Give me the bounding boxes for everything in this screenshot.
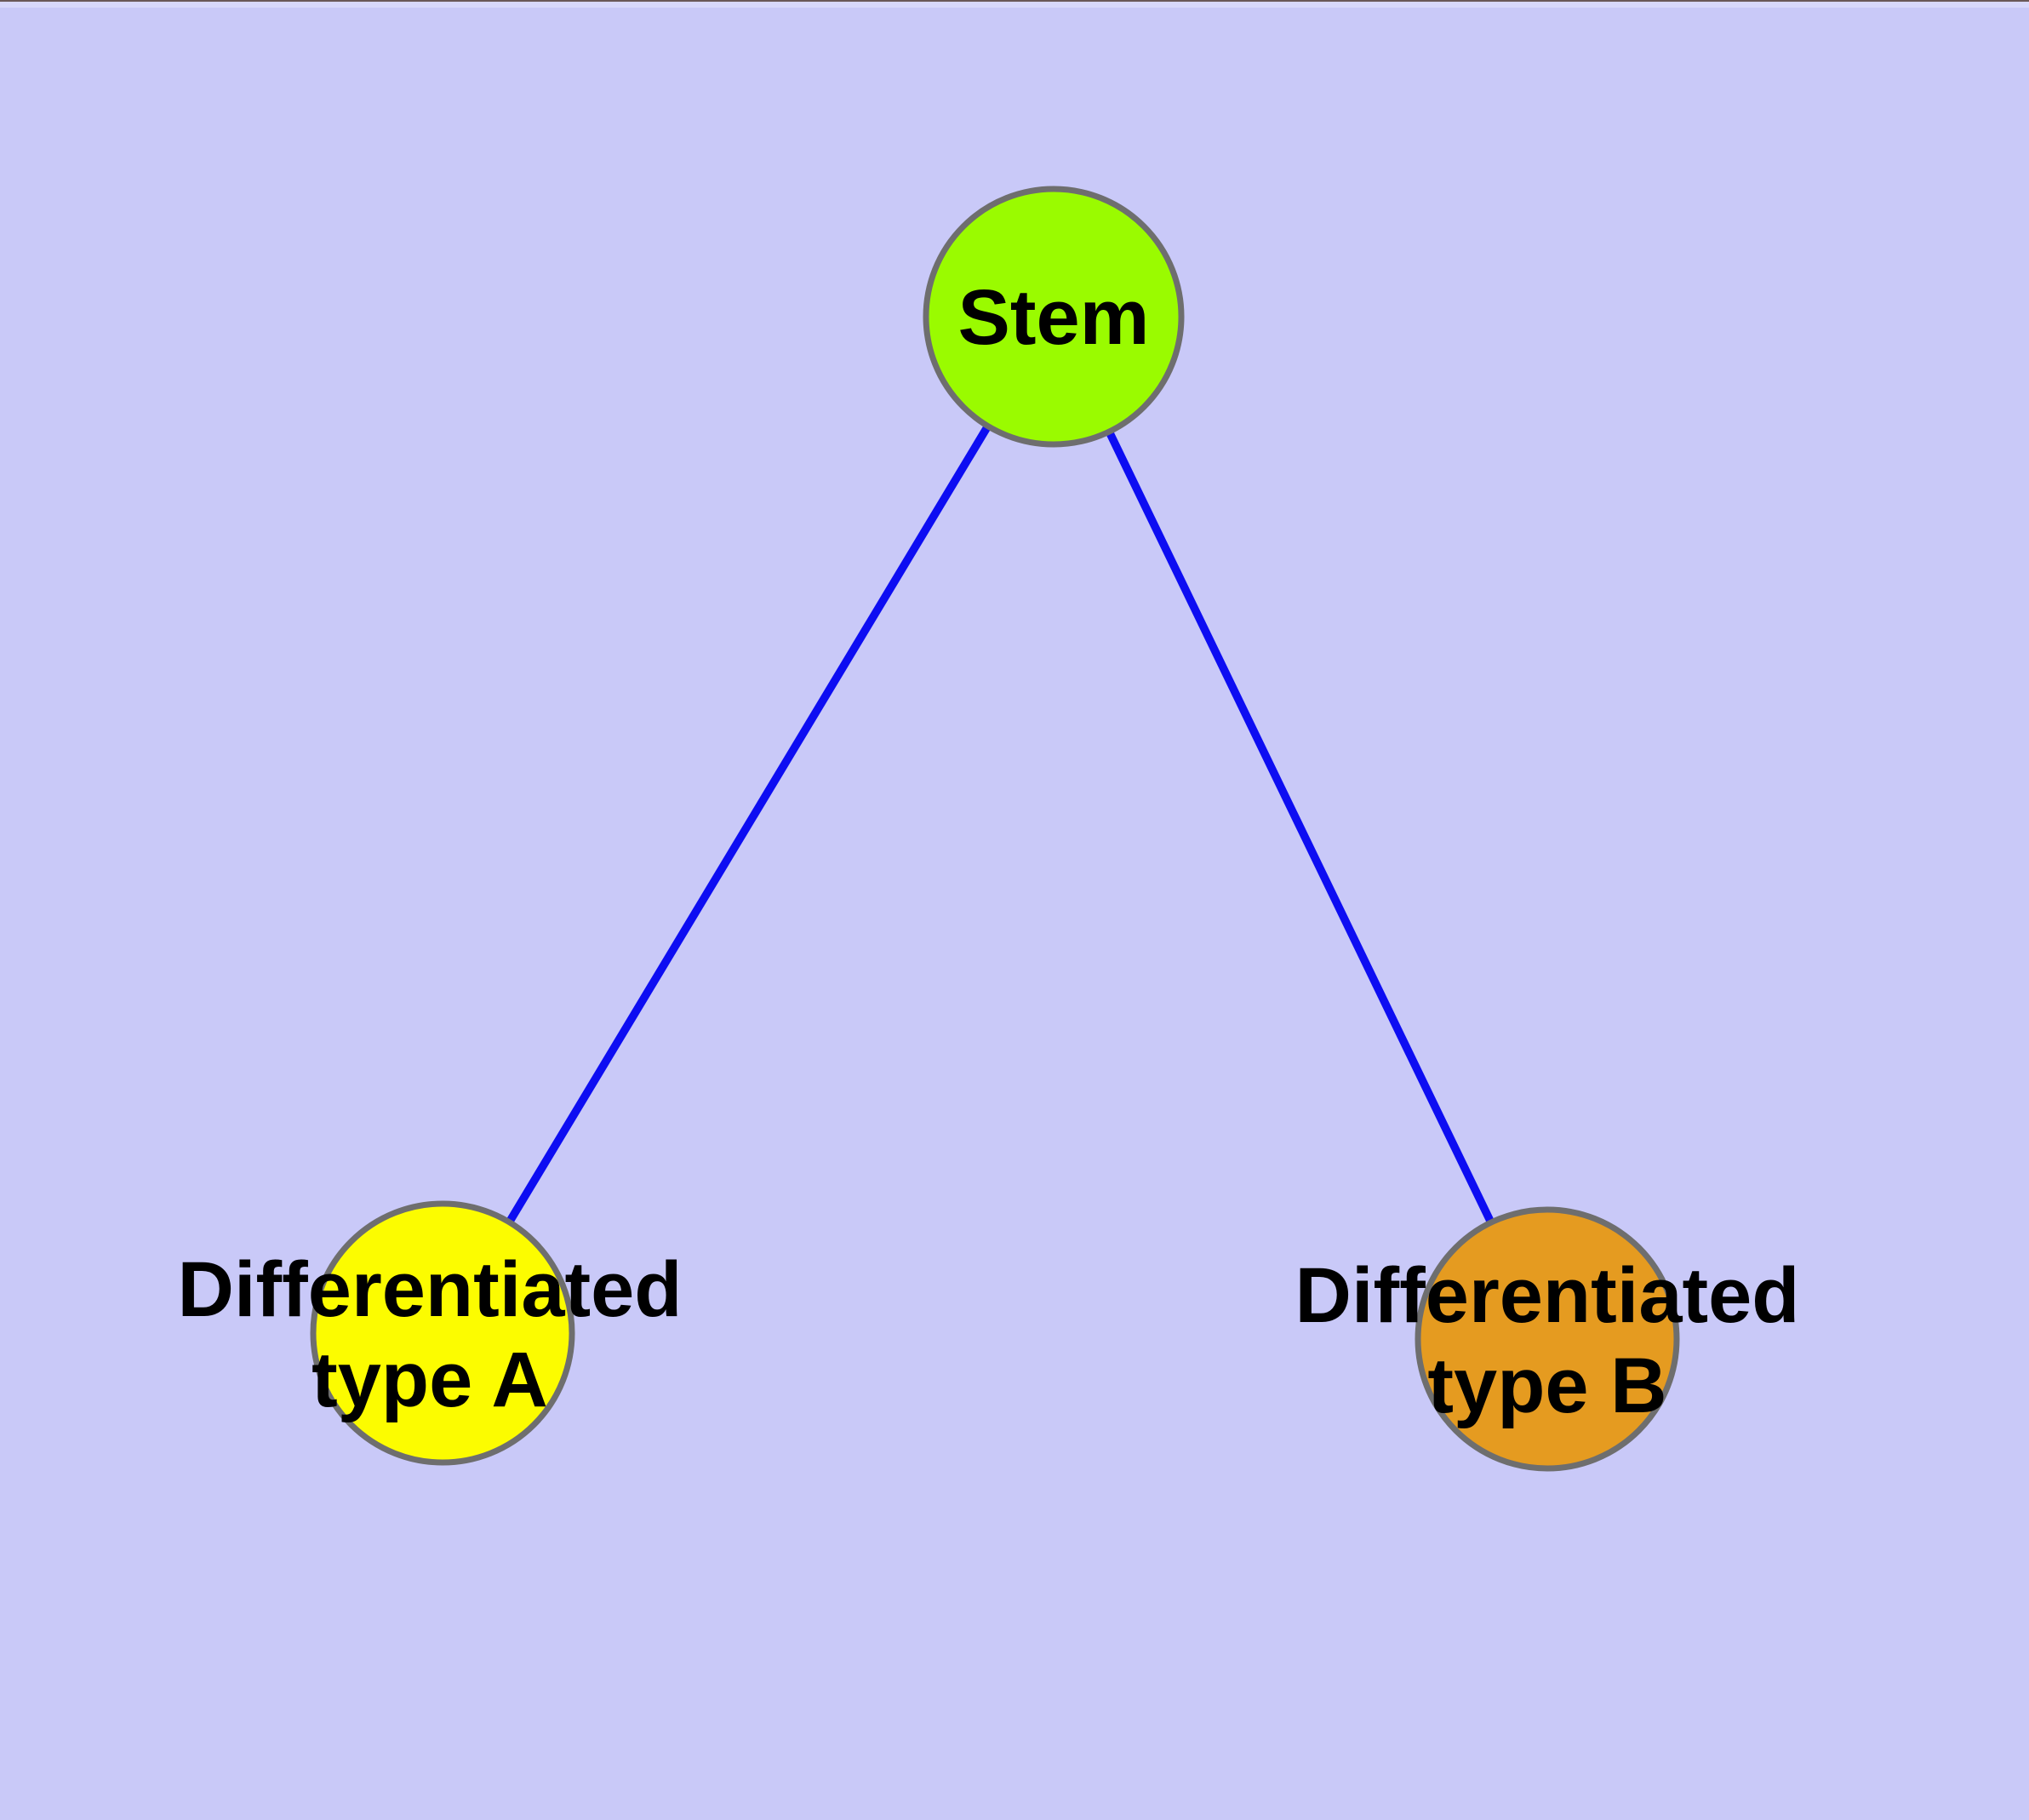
node-differentiated-type-b — [1415, 1206, 1680, 1472]
node-stem-label: Stem — [958, 274, 1150, 361]
node-type-b-label-line2: type B — [1427, 1342, 1666, 1429]
node-type-a-label-line1: Differentiated — [178, 1246, 683, 1333]
edge-stem-to-type-b — [1049, 314, 1552, 1342]
node-type-b-label-line1: Differentiated — [1295, 1252, 1800, 1339]
edge-stem-to-type-a — [438, 314, 1058, 1336]
top-light-band-artifact — [0, 2, 2029, 8]
node-stem — [923, 186, 1185, 448]
top-edge-artifact — [0, 0, 2029, 2]
node-type-a-label-line2: type A — [311, 1336, 548, 1423]
node-differentiated-type-a — [310, 1200, 575, 1466]
